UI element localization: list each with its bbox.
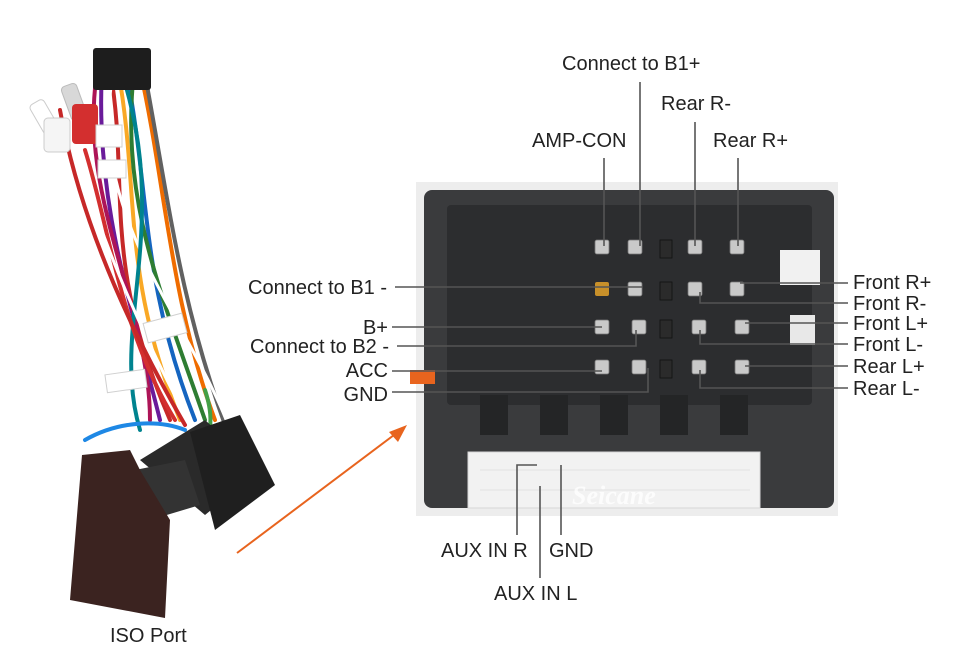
pin-array <box>594 239 750 379</box>
iso-plugs <box>135 415 275 530</box>
label-b-plus: B+ <box>363 317 388 339</box>
module-box <box>70 450 170 618</box>
tape-tag <box>97 159 127 179</box>
label-aux-in-r: AUX IN R <box>441 540 528 562</box>
label-amp-con: AMP-CON <box>532 130 626 152</box>
label-gnd-bottom: GND <box>549 540 593 562</box>
label-acc: ACC <box>346 360 388 382</box>
side-clip <box>410 370 435 384</box>
label-connect-b1-plus: Connect to B1+ <box>562 53 700 75</box>
iso-harness-illustration: ISO Port <box>29 48 275 647</box>
pin <box>687 281 703 297</box>
label-rear-r-minus: Rear R- <box>661 93 731 115</box>
housing-notch <box>790 315 815 345</box>
pin <box>734 319 750 335</box>
aux-pin-grid <box>480 469 750 491</box>
pin <box>729 281 745 297</box>
pin-slot <box>659 239 673 259</box>
leader-aux-in-r <box>516 464 537 535</box>
leader-gnd-left <box>392 368 649 393</box>
leader-lines <box>392 82 848 578</box>
label-front-r-plus: Front R+ <box>853 272 931 294</box>
pin <box>594 239 610 255</box>
label-gnd-left: GND <box>344 384 388 406</box>
label-rear-r-plus: Rear R+ <box>713 130 788 152</box>
label-connect-b1-minus: Connect to B1 - <box>248 277 387 299</box>
rca-plugs <box>29 82 98 153</box>
label-rear-l-minus: Rear L- <box>853 378 920 400</box>
caption-iso-port: ISO Port <box>110 625 187 647</box>
label-front-l-minus: Front L- <box>853 334 923 356</box>
pin <box>627 239 643 255</box>
pin <box>631 319 647 335</box>
pin-labels: Connect to B1+ Rear R- AMP-CON Rear R+ C… <box>248 53 931 605</box>
leader-rear-l-minus <box>699 370 848 389</box>
leader-connect-b2-minus <box>397 330 637 347</box>
label-front-l-plus: Front L+ <box>853 313 928 335</box>
wire-bundle <box>58 68 232 452</box>
label-connect-b2-minus: Connect to B2 - <box>250 336 389 358</box>
pin <box>691 359 707 375</box>
pin <box>729 239 745 255</box>
tape-tag <box>142 312 188 344</box>
pin <box>734 359 750 375</box>
pointer-arrow <box>236 425 407 554</box>
pin <box>627 281 643 297</box>
label-rear-l-plus: Rear L+ <box>853 356 925 378</box>
lower-ribs <box>480 395 748 435</box>
pin-slot <box>659 281 673 301</box>
pin-slot <box>659 359 673 379</box>
watermark: Seicane <box>572 481 656 510</box>
pin-slot <box>659 319 673 339</box>
leader-front-l-minus <box>699 330 848 345</box>
pin <box>594 359 610 375</box>
housing-notch <box>780 250 820 285</box>
tape-tag <box>104 368 148 394</box>
label-aux-in-l: AUX IN L <box>494 583 577 605</box>
pin <box>691 319 707 335</box>
pin-cavity <box>447 205 812 405</box>
leader-front-r-minus <box>699 292 848 304</box>
tape-tag <box>95 124 123 148</box>
label-front-r-minus: Front R- <box>853 293 926 315</box>
pin <box>631 359 647 375</box>
connector-illustration: Seicane <box>410 182 838 516</box>
top-connector-block <box>93 48 151 90</box>
pin <box>595 282 609 296</box>
